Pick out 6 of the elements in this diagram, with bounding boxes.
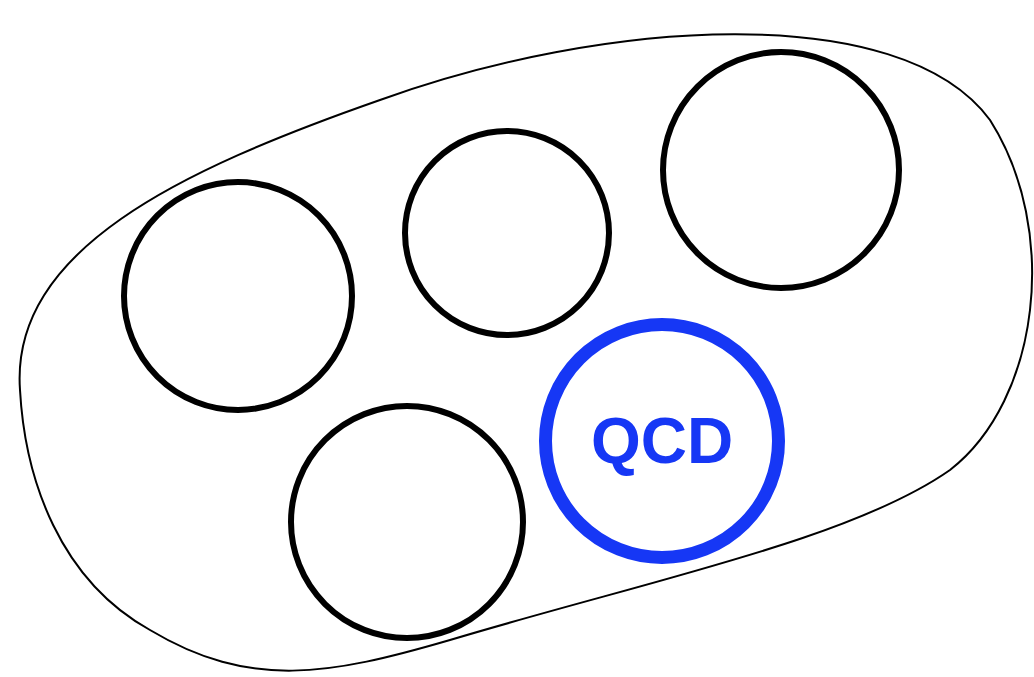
circle <box>288 403 526 641</box>
circle <box>402 128 612 338</box>
circle <box>121 179 355 413</box>
circle <box>660 49 902 291</box>
circle <box>539 318 785 564</box>
node-label: QCD <box>590 404 734 478</box>
